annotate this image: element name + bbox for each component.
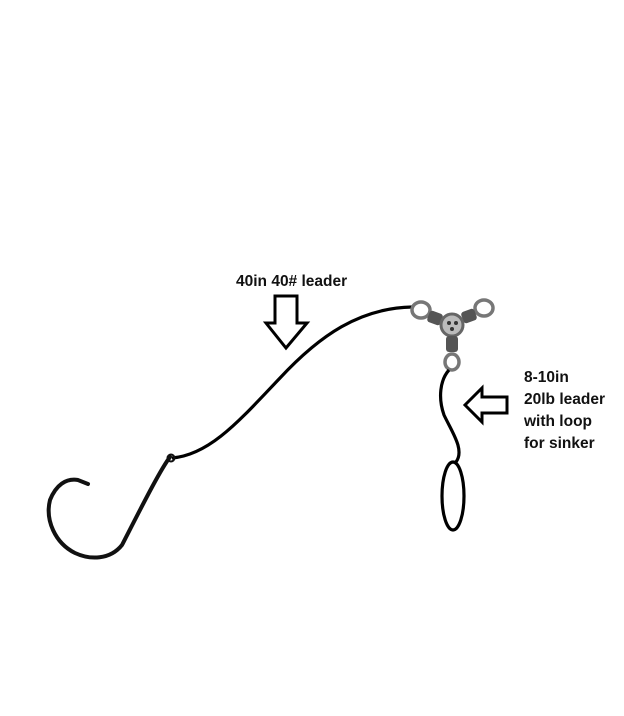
down-arrow-icon [262,294,311,351]
main-leader-label: 40in 40# leader [236,273,348,290]
three-way-swivel-icon [410,298,495,372]
sinker-leader-label-line-3: with loop [524,413,593,430]
sinker-loop [440,460,466,532]
sinker-leader-label-line-4: for sinker [524,435,595,452]
main-leader-line [171,305,413,460]
sinker-leader-label-line-1: 8-10in [524,369,569,386]
sinker-leader-line [438,368,461,463]
circle-hook-icon [46,453,176,560]
left-arrow-icon [462,384,509,426]
sinker-leader-label-line-2: 20lb leader [524,391,605,408]
